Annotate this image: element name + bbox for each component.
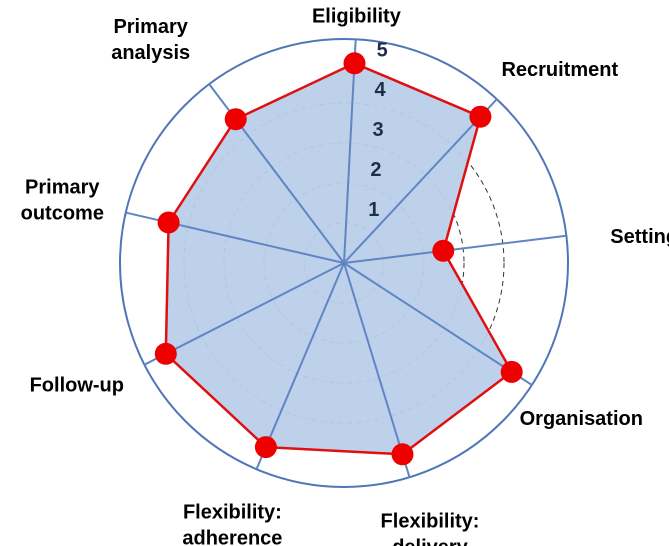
axis-label-follow-up: Follow-up	[30, 375, 124, 397]
tick-label-5: 5	[377, 39, 388, 61]
tick-label-2: 2	[370, 159, 381, 181]
data-point-flexibility-delivery	[391, 443, 414, 466]
axis-label-flexibility-delivery: Flexibility:delivery	[381, 511, 480, 546]
spoke-flexibility-adherence	[255, 262, 345, 470]
series-line	[164, 62, 513, 456]
axis-label-setting: Setting	[610, 226, 669, 248]
grid-ring-3	[223, 142, 465, 384]
data-point-flexibility-adherence	[254, 436, 277, 459]
spoke-setting	[343, 234, 567, 264]
axis-label-layer: EligibilityRecruitmentSettingOrganisatio…	[21, 5, 669, 546]
grid-ring-4	[183, 102, 505, 424]
spoke-organisation	[343, 262, 533, 386]
data-point-eligibility	[343, 52, 366, 75]
axis-label-recruitment: Recruitment	[501, 59, 618, 81]
axis-label-organisation: Organisation	[520, 408, 643, 430]
tick-layer: 1 2 3 4 5	[368, 39, 388, 221]
data-point-primary-analysis	[224, 108, 247, 131]
data-point-setting	[432, 239, 455, 262]
axis-label-flexibility-adherence: Flexibility:adherence	[182, 501, 282, 546]
spoke-flexibility-delivery	[343, 262, 411, 478]
tick-label-1: 1	[368, 199, 379, 221]
data-point-primary-outcome	[157, 211, 180, 234]
spoke-eligibility	[343, 39, 357, 264]
data-point-organisation	[500, 360, 523, 383]
data-point-recruitment	[469, 105, 492, 128]
axis-label-eligibility: Eligibility	[312, 5, 402, 27]
series-area	[165, 63, 512, 455]
spoke-follow-up	[143, 262, 345, 366]
tick-label-3: 3	[372, 119, 383, 141]
series-layer	[125, 39, 567, 478]
outer-ring	[119, 38, 569, 488]
data-point-follow-up	[154, 342, 177, 365]
spoke-recruitment	[343, 98, 498, 264]
tick-label-4: 4	[375, 79, 387, 101]
